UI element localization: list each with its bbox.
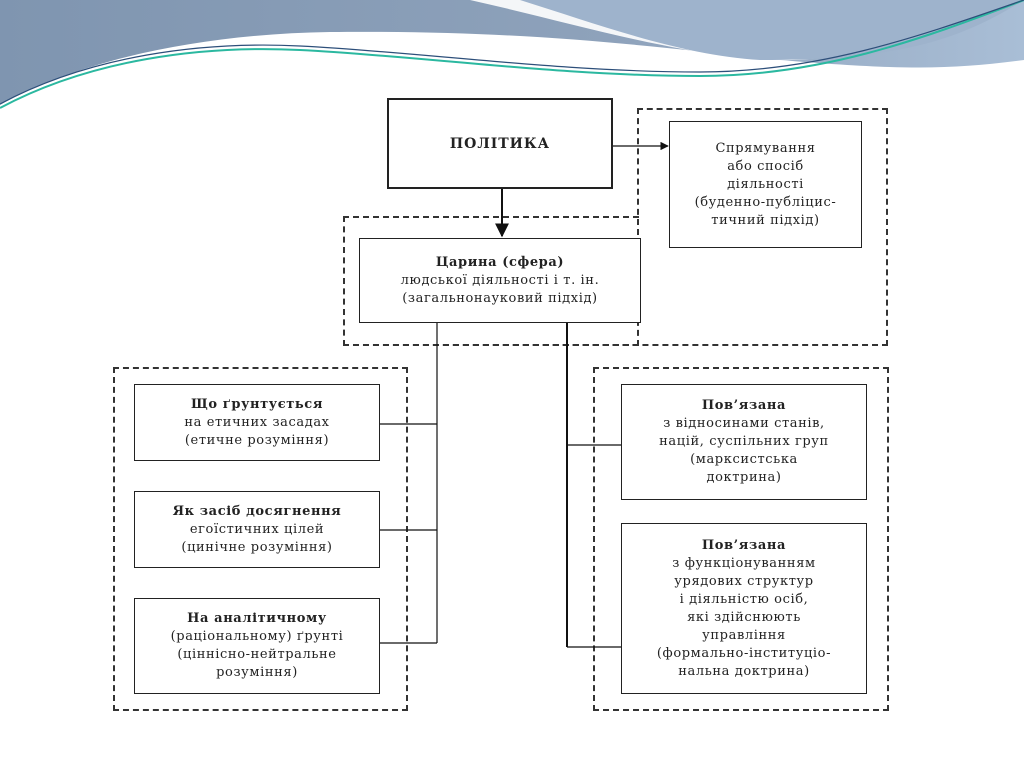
- right-box-1-title: Пов’язана: [701, 398, 787, 413]
- left-box-2-text: егоїстичних цілей (цинічне розуміння): [181, 521, 333, 555]
- dashed-group-top-border: [637, 108, 888, 346]
- left-box-1-text: на етичних засадах (етичне розуміння): [184, 414, 330, 448]
- sphere-text: людської діяльності і т. ін. (загальнона…: [400, 272, 600, 306]
- left-box-3-text: (раціональному) ґрунті (ціннісно-нейтрал…: [170, 629, 344, 680]
- direction-box: Спрямування або спосіб діяльності (буден…: [669, 121, 862, 248]
- left-box-1-title: Що ґрунтується: [190, 396, 324, 412]
- root-label: ПОЛІТИКА: [449, 135, 551, 152]
- right-box-marxist: Пов’язана з відносинами станів, націй, с…: [621, 384, 867, 500]
- right-box-2-title: Пов’язана: [701, 537, 787, 553]
- left-box-ethical: Що ґрунтується на етичних засадах (етичн…: [134, 384, 380, 461]
- dashed-group-right: [593, 367, 889, 711]
- dashed-group-top-left: [343, 216, 639, 346]
- left-box-3-title: На аналітичному: [187, 611, 327, 626]
- root-box-politics: ПОЛІТИКА: [387, 98, 613, 189]
- left-box-analytical: На аналітичному (раціональному) ґрунті (…: [134, 598, 380, 694]
- direction-text: Спрямування або спосіб діяльності (буден…: [694, 140, 837, 228]
- left-box-2-title: Як засіб досягнення: [172, 503, 342, 519]
- right-box-1-text: з відносинами станів, націй, суспільних …: [659, 416, 829, 485]
- dashed-group-left: [113, 367, 408, 711]
- left-box-cynical: Як засіб досягнення егоїстичних цілей (ц…: [134, 491, 380, 568]
- right-box-2-text: з функціонуванням урядових структур і ді…: [656, 555, 832, 679]
- right-box-institutional: Пов’язана з функціонуванням урядових стр…: [621, 523, 867, 694]
- sphere-box: Царина (сфера) людської діяльності і т. …: [359, 238, 641, 323]
- sphere-title: Царина (сфера): [435, 254, 565, 270]
